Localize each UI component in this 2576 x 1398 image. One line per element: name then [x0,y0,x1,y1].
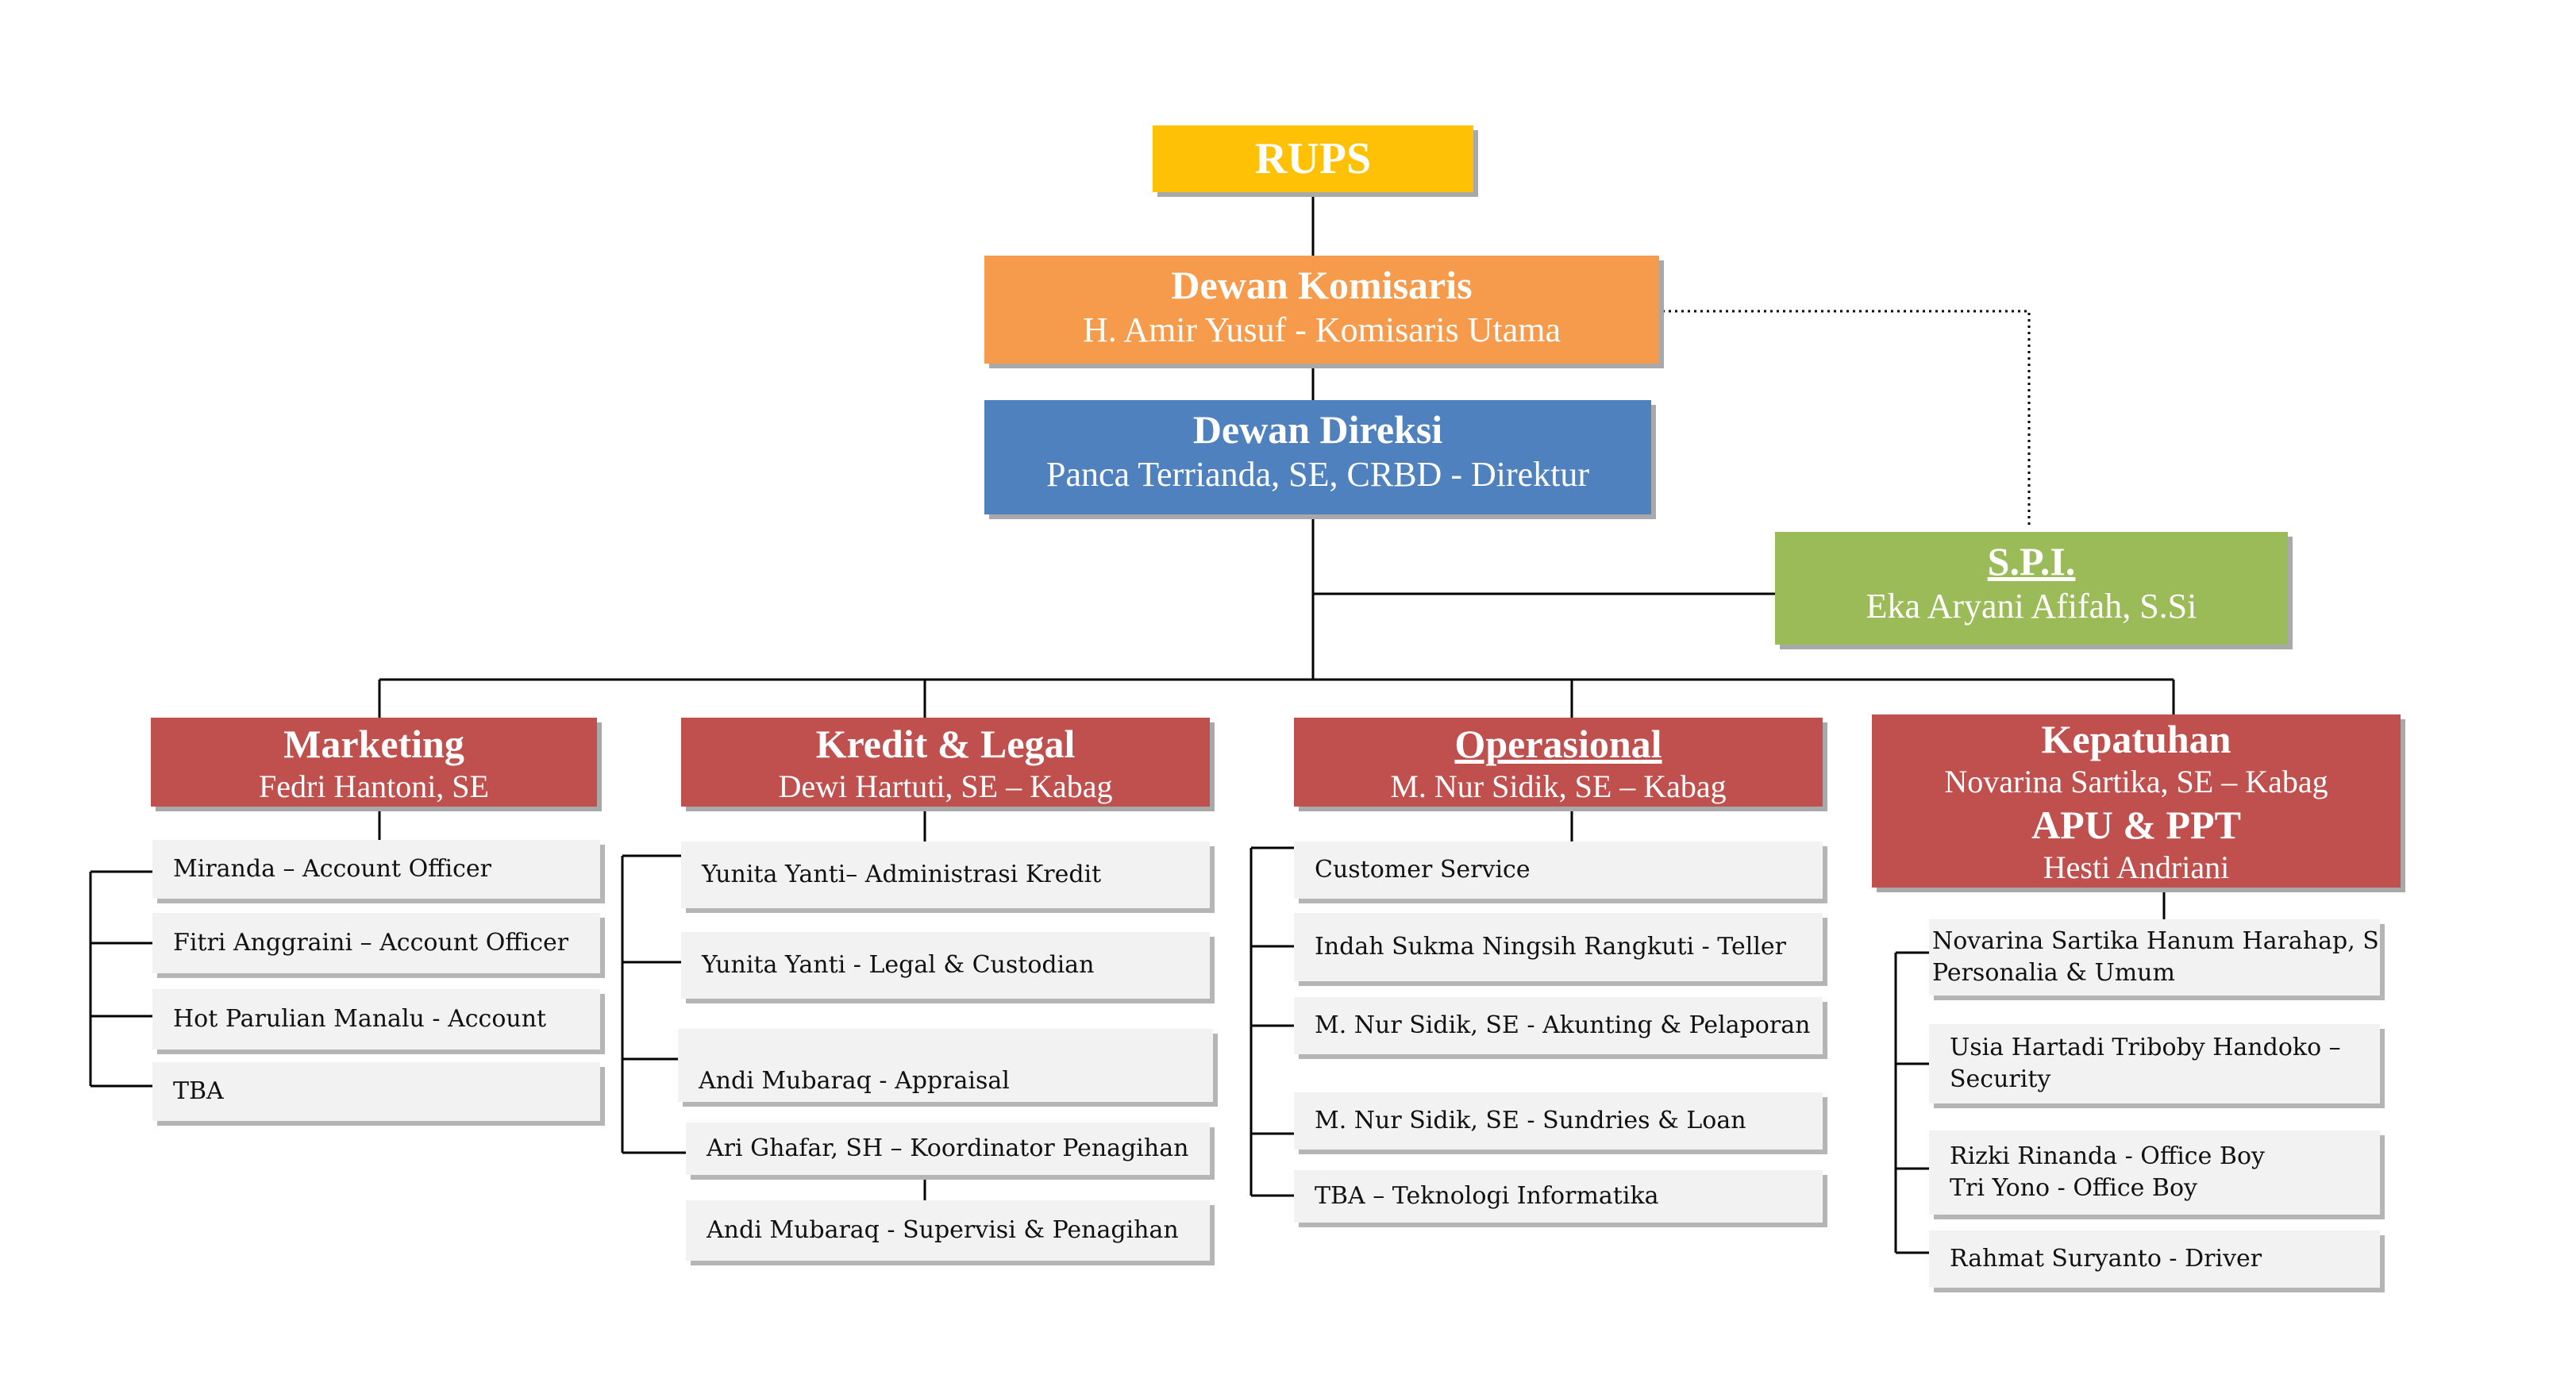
staff-name-line2: Security [1950,1065,2051,1093]
rups-label: RUPS [1254,134,1372,183]
staff-name: Hot Parulian Manalu - Account [173,1005,547,1033]
staff-name: Indah Sukma Ningsih Rangkuti - Teller [1315,933,1787,961]
staff-item: Indah Sukma Ningsih Rangkuti - Teller [1294,913,1823,981]
staff-item: Yunita Yanti– Administrasi Kredit [681,841,1210,908]
marketing-head: Fedri Hantoni, SE [259,768,489,804]
staff-name-line1: Novarina Sartika Hanum Harahap, SE – [1932,927,2380,955]
spi-name: Eka Aryani Afifah, S.Si [1866,587,2197,626]
kepatuhan-box: Kepatuhan Novarina Sartika, SE – Kabag A… [1872,714,2401,888]
staff-item: M. Nur Sidik, SE - Sundries & Loan [1294,1092,1823,1150]
staff-item: Customer Service [1294,841,1823,899]
staff-item: Hot Parulian Manalu - Account [152,989,600,1049]
kepatuhan-head: Novarina Sartika, SE – Kabag [1944,764,2328,799]
operasional-head: M. Nur Sidik, SE – Kabag [1390,768,1727,804]
staff-name: Yunita Yanti– Administrasi Kredit [702,861,1102,888]
spi-title: S.P.I. [1987,539,2076,583]
staff-name: Yunita Yanti - Legal & Custodian [702,951,1095,979]
direksi-title: Dewan Direksi [1192,407,1443,452]
staff-name: Ari Ghafar, SH – Koordinator Penagihan [707,1134,1189,1162]
komisaris-title: Dewan Komisaris [1171,263,1473,307]
staff-item: TBA – Teknologi Informatika [1294,1170,1823,1223]
staff-name: Andi Mubaraq - Appraisal [699,1067,1010,1095]
rups-box: RUPS [1153,125,1473,192]
staff-name: TBA [173,1077,224,1105]
staff-item: Rahmat Suryanto - Driver [1929,1230,2380,1288]
kredit-legal-box: Kredit & Legal Dewi Hartuti, SE – Kabag [681,718,1210,807]
staff-item: Usia Hartadi Triboby Handoko – Security [1929,1024,2380,1103]
staff-item: Andi Mubaraq - Appraisal [678,1029,1213,1102]
staff-item: M. Nur Sidik, SE - Akunting & Pelaporan [1294,997,1823,1054]
marketing-title: Marketing [283,722,464,766]
staff-name: M. Nur Sidik, SE - Sundries & Loan [1315,1107,1746,1134]
staff-item: Novarina Sartika Hanum Harahap, SE – Pers… [1929,919,2380,996]
staff-name-line1: Rizki Rinanda - Office Boy [1950,1142,2265,1170]
spi-box: S.P.I. Eka Aryani Afifah, S.Si [1775,532,2288,645]
staff-name: M. Nur Sidik, SE - Akunting & Pelaporan [1315,1011,1811,1039]
staff-name-line1: Usia Hartadi Triboby Handoko – [1950,1034,2341,1061]
marketing-box: Marketing Fedri Hantoni, SE [151,718,597,807]
staff-name-line2: Tri Yono - Office Boy [1950,1174,2197,1202]
staff-item: Miranda – Account Officer [152,840,600,899]
apu-ppt-title: APU & PPT [2031,803,2241,847]
komisaris-name: H. Amir Yusuf - Komisaris Utama [1082,310,1561,349]
dewan-komisaris-box: Dewan Komisaris H. Amir Yusuf - Komisari… [984,256,1659,364]
staff-name-line2: Personalia & Umum [1932,959,2175,987]
kepatuhan-title: Kepatuhan [2041,717,2231,761]
staff-item: TBA [152,1062,600,1121]
dewan-direksi-box: Dewan Direksi Panca Terrianda, SE, CRBD … [984,400,1651,514]
operasional-box: Operasional M. Nur Sidik, SE – Kabag [1294,718,1823,807]
staff-item: Fitri Anggraini – Account Officer [152,913,600,973]
staff-item: Andi Mubaraq - Supervisi & Penagihan [686,1200,1210,1261]
staff-name: Andi Mubaraq - Supervisi & Penagihan [707,1216,1179,1244]
apu-ppt-head: Hesti Andriani [2043,849,2230,885]
direksi-name: Panca Terrianda, SE, CRBD - Direktur [1045,455,1590,494]
staff-item: Ari Ghafar, SH – Koordinator Penagihan [686,1123,1210,1175]
staff-name: Rahmat Suryanto - Driver [1950,1245,2262,1273]
staff-item: Yunita Yanti - Legal & Custodian [681,932,1210,999]
kredit-head: Dewi Hartuti, SE – Kabag [778,768,1113,804]
staff-name: Customer Service [1315,856,1531,884]
staff-name: Miranda – Account Officer [173,855,491,883]
staff-name: Fitri Anggraini – Account Officer [173,929,569,957]
operasional-title: Operasional [1454,722,1662,766]
staff-name: TBA – Teknologi Informatika [1315,1182,1659,1210]
kredit-title: Kredit & Legal [815,722,1076,766]
